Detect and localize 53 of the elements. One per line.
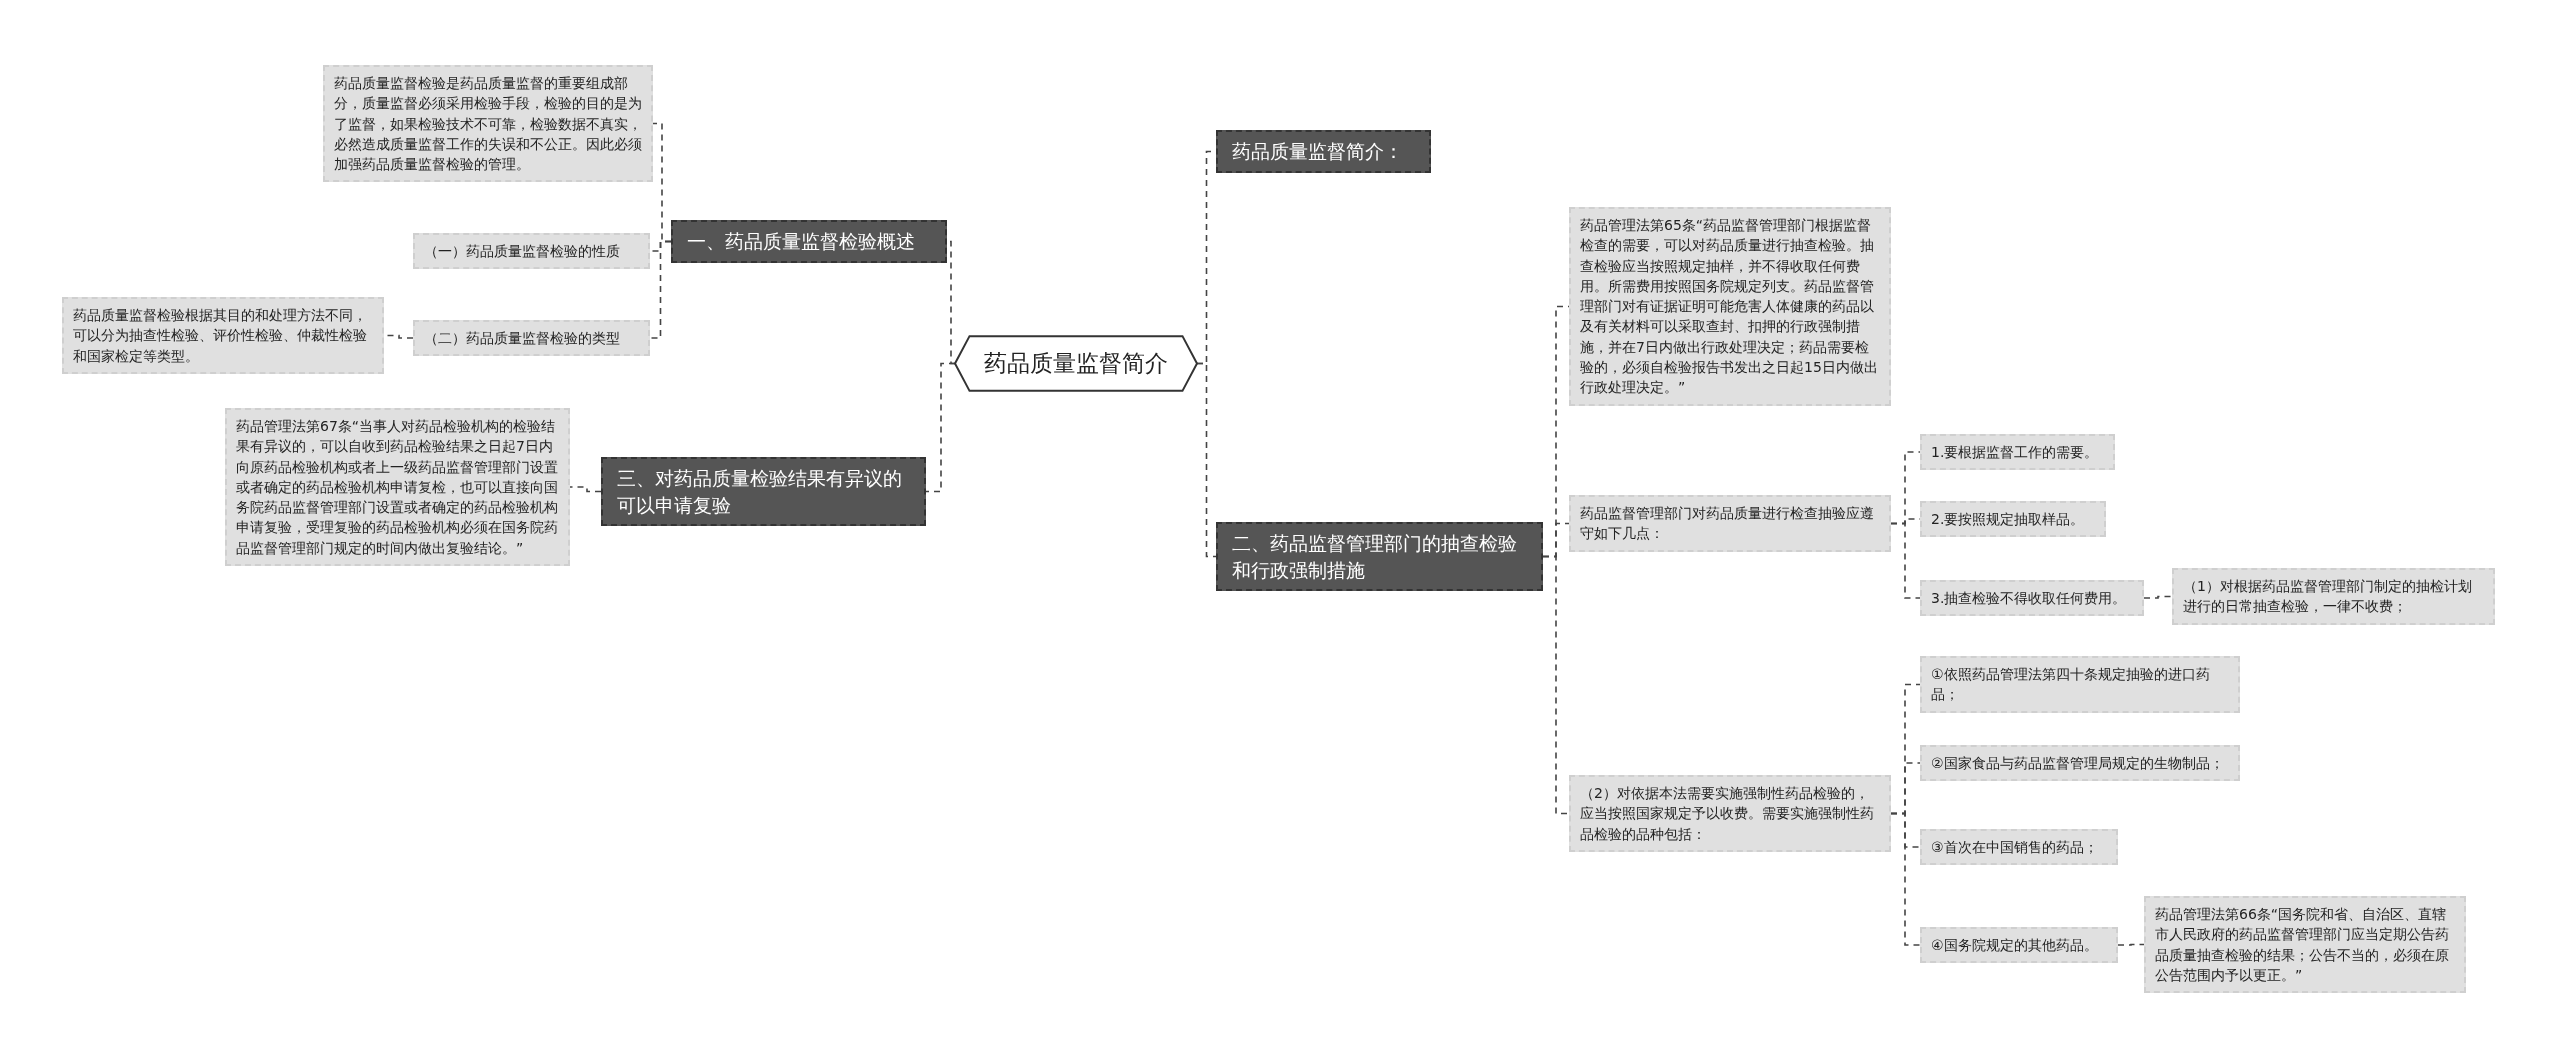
- connector-line: [2117, 943, 2145, 946]
- connector-line: [1196, 362, 1217, 558]
- subtopic-box: [1920, 829, 2118, 866]
- topic-text: 药品质量监督简介：: [1232, 139, 1404, 164]
- subtopic-box: [225, 408, 570, 567]
- topic-text: 1.要根据监督工作的需要。: [1931, 443, 2100, 462]
- topic-text: ②国家食品与药品监督管理局规定的生物制品；: [1931, 754, 2225, 773]
- subtopic-box: [1569, 775, 1891, 852]
- central-topic: [955, 335, 1197, 392]
- topic-box: [671, 220, 947, 263]
- topic-text: 二、药品监督管理部门的抽查检验和行政强制措施: [1232, 531, 1518, 583]
- subtopic-box: [1569, 207, 1891, 406]
- topic-text: （二）药品质量监督检验的类型: [424, 329, 621, 348]
- connector-line: [2143, 595, 2173, 599]
- topic-box: [1216, 130, 1431, 173]
- connector-line: [569, 486, 602, 493]
- connector-line: [1890, 812, 1921, 946]
- topic-text: 三、对药品质量检验结果有异议的可以申请复验: [617, 466, 903, 518]
- topic-text: 药品质量监督检验根据其目的和处理方法不同，可以分为抽查性检验、评价性检验、仲裁性检验和国家检定等类型。: [73, 306, 368, 366]
- subtopic-box: [2172, 568, 2495, 625]
- connector-line: [925, 362, 956, 493]
- topic-text: 药品管理法第67条“当事人对药品检验机构的检验结果有异议的，可以自收到药品检验结果之日起7日内向原药品检验机构或者上一级药品监督管理部门设置或者确定的药品检验机构申请复检，也可以直接向国务院药品监督管理部门设置或者确定的药品检验机构申请复验，受理复验的药品检验机构必须在国务院药品监督管理部门规定的时间内做出复验结论。”: [236, 417, 559, 558]
- topic-text: （2）对依据本法需要实施强制性药品检验的，应当按照国家规定予以收费。需要实施强制性药品检验的品种包括：: [1580, 784, 1875, 844]
- topic-text: ③首次在中国销售的药品；: [1931, 838, 2099, 857]
- subtopic-box: [1920, 501, 2106, 538]
- topic-text: 药品质量监督检验是药品质量监督的重要组成部分，质量监督必须采用检验手段，检验的目的是为了监督，如果检验技术不可靠，检验数据不真实，必然造成质量监督工作的失误和不公正。因此必须加强药品质量监督检验的管理。: [334, 74, 642, 175]
- topic-text: ④国务院规定的其他药品。: [1931, 936, 2099, 955]
- subtopic-box: [62, 297, 384, 374]
- topic-text: （1）对根据药品监督管理部门制定的抽检计划进行的日常抽查检验，一律不收费；: [2183, 577, 2473, 617]
- subtopic-box: [413, 320, 650, 357]
- subtopic-box: [1920, 656, 2240, 713]
- topic-text: 药品管理法第66条“国务院和省、自治区、直辖市人民政府的药品监督管理部门应当定期公告药品质量抽查检验的结果；公告不当的，必须在原公告范围内予以更正。”: [2155, 905, 2450, 985]
- subtopic-box: [1569, 495, 1891, 552]
- topic-text: 2.要按照规定抽取样品。: [1931, 510, 2086, 529]
- topic-text: （一）药品质量监督检验的性质: [424, 242, 621, 261]
- connector-line: [649, 240, 672, 339]
- subtopic-box: [2144, 896, 2466, 994]
- topic-text: ①依照药品管理法第四十条规定抽验的进口药品；: [1931, 665, 2211, 705]
- subtopic-box: [1920, 745, 2240, 782]
- connector-line: [1542, 555, 1570, 815]
- topic-text: 药品监督管理部门对药品质量进行检查抽验应遵守如下几点：: [1580, 504, 1875, 544]
- topic-text: 药品管理法第65条“药品监督管理部门根据监督检查的需要，可以对药品质量进行抽查检验。抽查检验应当按照规定抽样，并不得收取任何费用。所需费用按照国务院规定列支。药品监督管理部门对有证据证明可能危害人体健康的药品以及有关材料可以采取查封、扣押的行政强制措施，并在7日内做出行政处理决定；药品需要检验的，必须自检验报告书发出之日起15日内做出行政处理决定。”: [1580, 216, 1879, 398]
- subtopic-box: [323, 65, 653, 183]
- subtopic-box: [1920, 434, 2115, 471]
- connector-line: [1890, 522, 1921, 599]
- topic-text: 一、药品质量监督检验概述: [687, 229, 916, 254]
- topic-text: 3.抽查检验不得收取任何费用。: [1931, 589, 2128, 608]
- topic-box: [1216, 522, 1543, 592]
- subtopic-box: [413, 233, 650, 270]
- subtopic-box: [1920, 927, 2118, 964]
- topic-box: [601, 457, 926, 527]
- topic-text: 药品质量监督简介: [984, 349, 1168, 378]
- subtopic-box: [1920, 580, 2144, 617]
